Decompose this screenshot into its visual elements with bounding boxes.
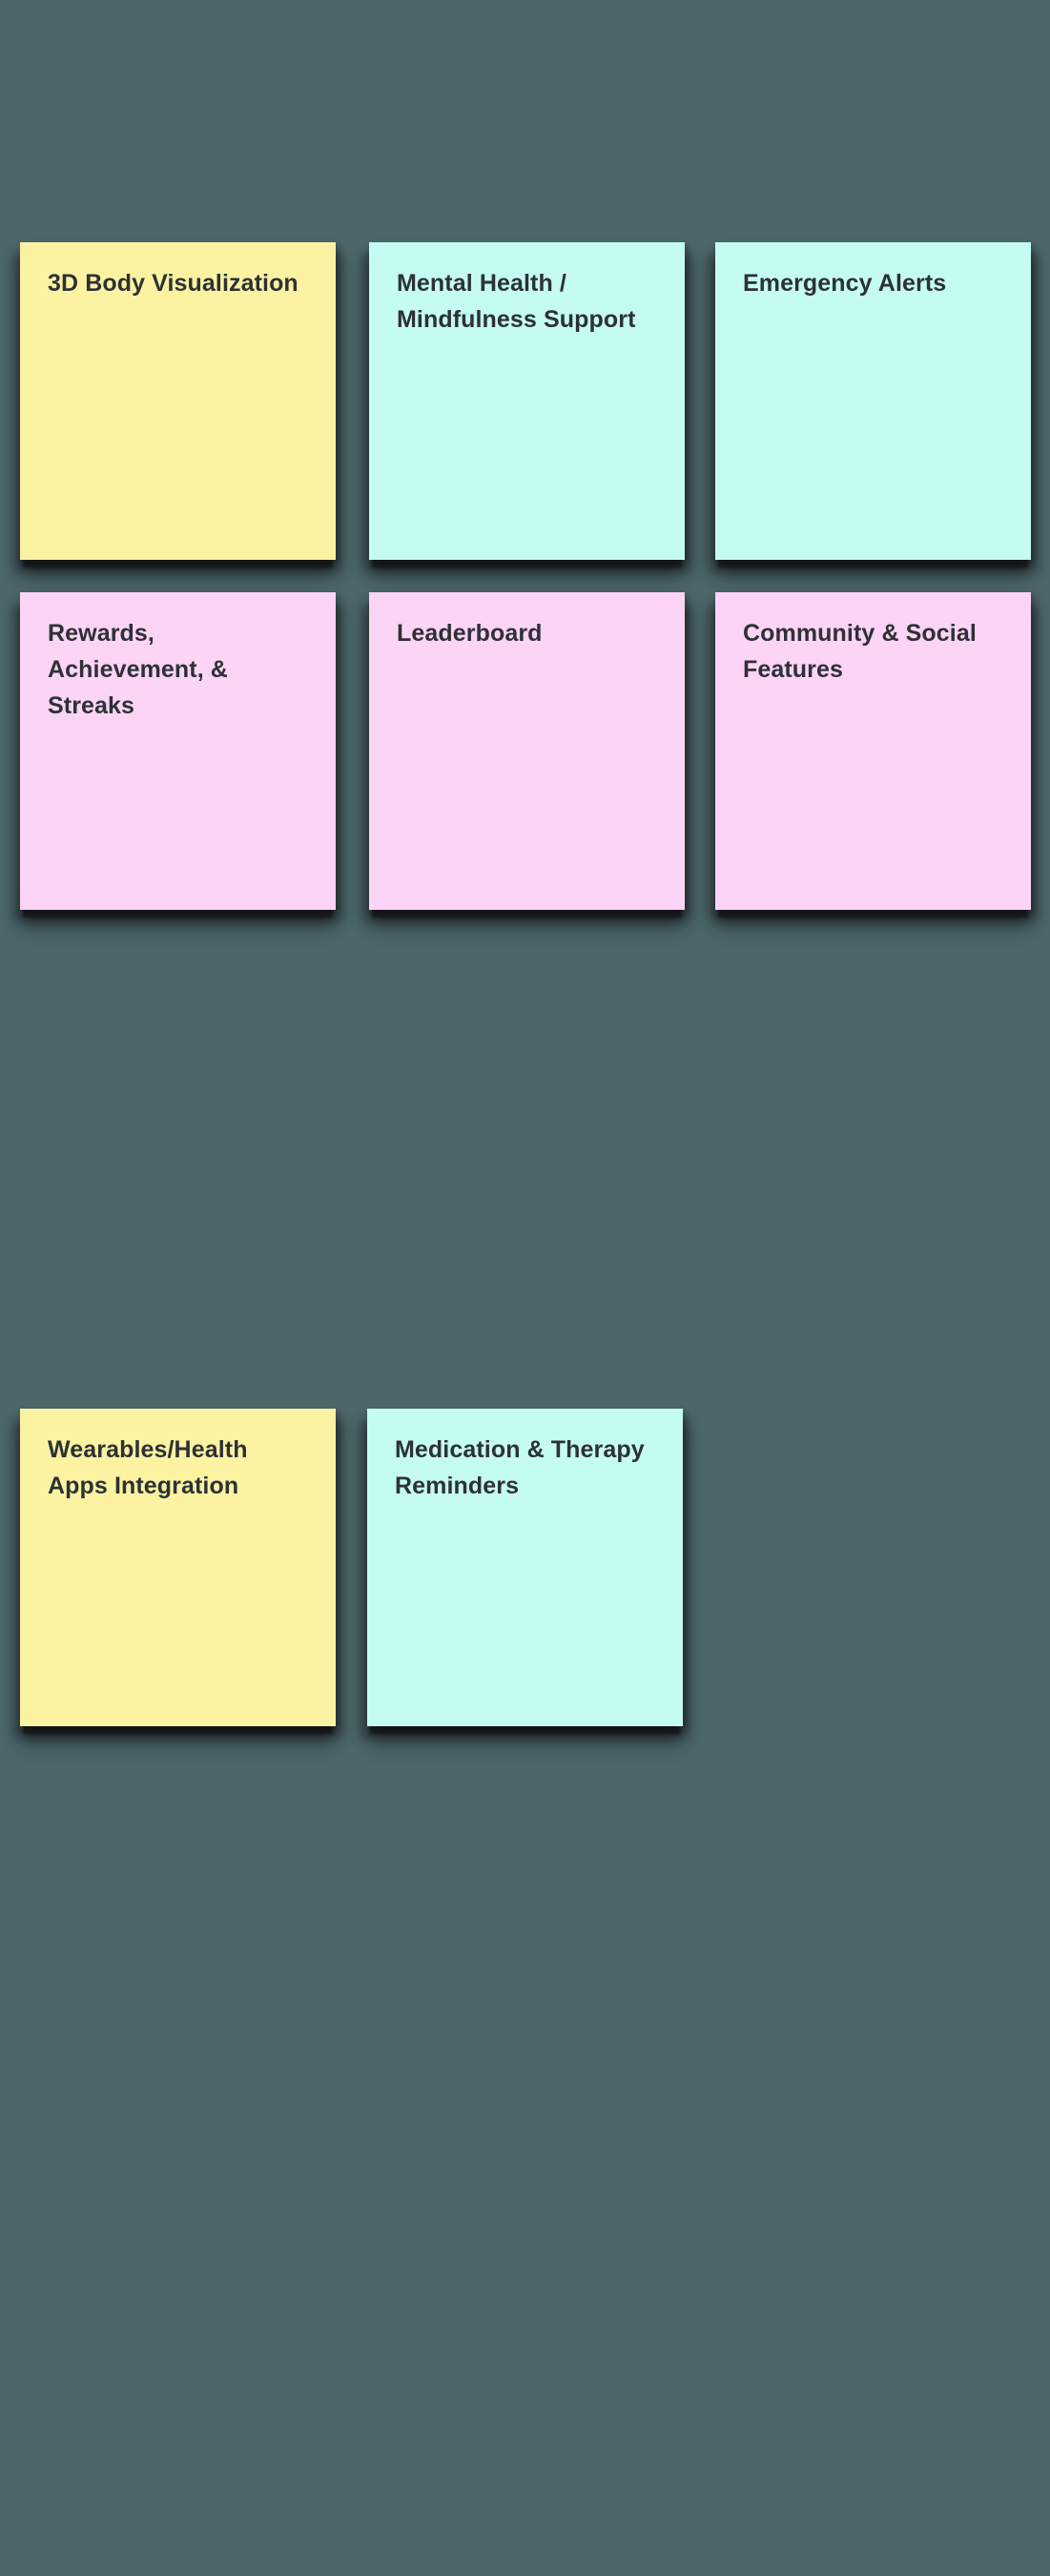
sticky-note-text: Medication & Therapy Reminders — [395, 1436, 645, 1499]
sticky-note[interactable]: Wearables/Health Apps Integration — [20, 1409, 336, 1726]
sticky-note[interactable]: Medication & Therapy Reminders — [367, 1409, 683, 1726]
sticky-note-text: Wearables/Health Apps Integration — [48, 1436, 248, 1499]
sticky-note[interactable]: Mental Health / Mindfulness Support — [369, 242, 685, 560]
sticky-note[interactable]: Emergency Alerts — [715, 242, 1031, 560]
sticky-note-text: Rewards, Achievement, & Streaks — [48, 620, 228, 719]
sticky-note[interactable]: Leaderboard — [369, 592, 685, 910]
sticky-note[interactable]: Rewards, Achievement, & Streaks — [20, 592, 336, 910]
sticky-note-text: Mental Health / Mindfulness Support — [397, 270, 636, 333]
sticky-note[interactable]: Community & Social Features — [715, 592, 1031, 910]
sticky-note-text: Community & Social Features — [743, 620, 977, 683]
sticky-note[interactable]: 3D Body Visualization — [20, 242, 336, 560]
sticky-note-text: 3D Body Visualization — [48, 270, 299, 297]
sticky-note-text: Leaderboard — [397, 620, 543, 647]
sticky-note-text: Emergency Alerts — [743, 270, 947, 297]
